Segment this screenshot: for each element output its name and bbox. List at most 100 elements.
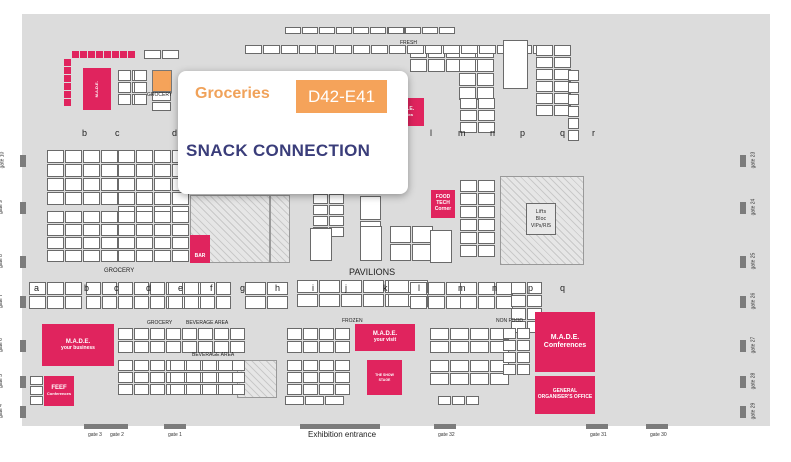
booth[interactable] [478, 296, 495, 309]
booth[interactable] [568, 106, 579, 117]
booth[interactable] [353, 27, 369, 34]
booth[interactable] [428, 282, 445, 295]
booth[interactable] [118, 211, 135, 223]
booth[interactable] [511, 295, 526, 307]
booth[interactable] [536, 45, 553, 56]
booth[interactable] [303, 360, 318, 371]
booth[interactable] [460, 282, 477, 295]
booth[interactable] [460, 219, 477, 231]
booth[interactable] [388, 27, 404, 34]
booth[interactable] [218, 384, 233, 395]
booth[interactable] [65, 150, 82, 163]
booth[interactable] [517, 328, 530, 339]
booth[interactable] [329, 216, 344, 226]
booth[interactable] [86, 282, 101, 295]
booth[interactable] [150, 360, 165, 371]
booth[interactable] [319, 280, 340, 293]
booth[interactable] [83, 164, 100, 177]
booth[interactable] [154, 150, 171, 163]
booth[interactable] [430, 373, 449, 385]
booth[interactable] [83, 224, 100, 236]
booth[interactable] [214, 341, 229, 353]
booth[interactable] [299, 45, 316, 54]
booth[interactable] [65, 250, 82, 262]
booth[interactable] [202, 360, 217, 371]
booth[interactable] [335, 372, 350, 383]
booth[interactable] [150, 341, 165, 353]
booth[interactable] [150, 372, 165, 383]
booth[interactable] [150, 328, 165, 340]
booth[interactable] [134, 296, 149, 309]
booth[interactable] [198, 328, 213, 340]
booth[interactable] [511, 308, 526, 320]
booth[interactable] [430, 230, 452, 263]
booth[interactable] [450, 341, 469, 353]
booth[interactable] [470, 328, 489, 340]
booth[interactable] [536, 57, 553, 68]
booth[interactable] [168, 296, 183, 309]
booth[interactable] [154, 178, 171, 191]
booth[interactable] [101, 178, 118, 191]
booth[interactable] [182, 328, 197, 340]
booth[interactable] [478, 193, 495, 205]
booth[interactable] [134, 70, 147, 81]
booth[interactable] [186, 384, 201, 395]
food-tech-block[interactable]: FOOD TECH Corner [431, 190, 455, 218]
booth[interactable] [287, 372, 302, 383]
booth[interactable] [319, 384, 334, 395]
booth[interactable] [460, 296, 477, 309]
booth[interactable] [118, 237, 135, 249]
booth[interactable] [363, 294, 384, 307]
booth[interactable] [287, 341, 302, 353]
booth[interactable] [200, 282, 215, 295]
bar-block[interactable]: BAR [190, 235, 210, 263]
booth[interactable] [490, 373, 509, 385]
booth[interactable] [568, 94, 579, 105]
booth[interactable] [478, 110, 495, 121]
booth[interactable] [477, 73, 494, 86]
booth[interactable] [353, 45, 370, 54]
booth[interactable] [297, 294, 318, 307]
booth[interactable] [162, 50, 179, 59]
booth[interactable] [230, 328, 245, 340]
booth[interactable] [460, 180, 477, 192]
booth[interactable] [186, 372, 201, 383]
booth[interactable] [303, 384, 318, 395]
booth[interactable] [478, 206, 495, 218]
booth[interactable] [478, 219, 495, 231]
booth[interactable] [450, 328, 469, 340]
booth[interactable] [170, 360, 185, 371]
booth[interactable] [461, 45, 478, 54]
popup-exhibitor-name[interactable]: SNACK CONNECTION [186, 141, 371, 160]
booth[interactable] [166, 328, 181, 340]
booth[interactable] [554, 45, 571, 56]
booth[interactable] [29, 296, 46, 309]
booth[interactable] [245, 296, 266, 309]
booth[interactable] [47, 178, 64, 191]
booth[interactable] [170, 384, 185, 395]
booth[interactable] [83, 250, 100, 262]
booth[interactable] [310, 228, 332, 261]
booth[interactable] [245, 45, 262, 54]
booth[interactable] [83, 237, 100, 249]
booth[interactable] [303, 372, 318, 383]
booth[interactable] [460, 206, 477, 218]
booth[interactable] [470, 341, 489, 353]
booth[interactable] [118, 178, 135, 191]
booth[interactable] [336, 27, 352, 34]
booth[interactable] [478, 98, 495, 109]
booth[interactable] [83, 150, 100, 163]
booth[interactable] [154, 237, 171, 249]
booth[interactable] [118, 164, 135, 177]
booth[interactable] [136, 237, 153, 249]
booth[interactable] [460, 245, 477, 257]
booth[interactable] [313, 216, 328, 226]
booth[interactable] [428, 59, 445, 72]
booth[interactable] [405, 27, 421, 34]
booth[interactable] [503, 352, 516, 363]
booth[interactable] [335, 341, 350, 353]
booth[interactable] [154, 164, 171, 177]
booth[interactable] [478, 122, 495, 133]
booth[interactable] [65, 296, 82, 309]
booth[interactable] [150, 282, 165, 295]
